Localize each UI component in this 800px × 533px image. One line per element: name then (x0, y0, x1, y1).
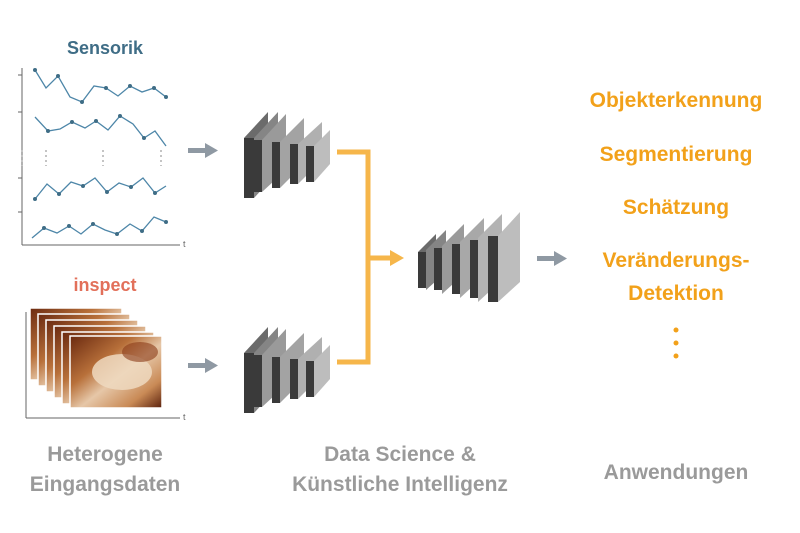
application-object-detection: Objekterkennung (589, 89, 763, 112)
fusion-connector (337, 149, 392, 365)
inspect-title: inspect (73, 275, 137, 295)
inspect-image-stack (25, 307, 180, 419)
applications-label: Anwendungen (603, 461, 749, 484)
application-estimation: Schätzung (622, 196, 730, 219)
ai-label: Data Science & Künstliche Intelligenz (250, 440, 550, 500)
sensor-series-2 (34, 115, 167, 147)
inputs-label-line2: Eingangsdaten (29, 473, 181, 496)
sensor-series-4 (31, 216, 167, 239)
application-change-detection-line1: Veränderungs- (602, 249, 750, 272)
sensor-plots (18, 68, 180, 246)
nn-block-top (244, 112, 330, 198)
inputs-label: Heterogene Eingangsdaten (0, 440, 210, 500)
input-arrows (188, 143, 567, 373)
ai-label-line1: Data Science & (324, 443, 476, 466)
fusion-arrowhead (390, 250, 404, 266)
inspect-axis-t-label: t (183, 412, 186, 422)
sensor-title: Sensorik (66, 38, 144, 58)
nn-block-bottom (244, 327, 330, 413)
sensor-series-1 (34, 69, 167, 103)
sensor-series-3 (34, 177, 167, 200)
ai-label-line2: Künstliche Intelligenz (292, 473, 508, 496)
nn-block-fused (418, 212, 520, 302)
inputs-label-line1: Heterogene (47, 443, 163, 466)
sensor-axis-t-label: t (183, 239, 186, 249)
more-applications-dots (673, 327, 679, 359)
application-segmentation: Segmentierung (599, 143, 753, 166)
application-change-detection-line2: Detektion (628, 282, 724, 305)
